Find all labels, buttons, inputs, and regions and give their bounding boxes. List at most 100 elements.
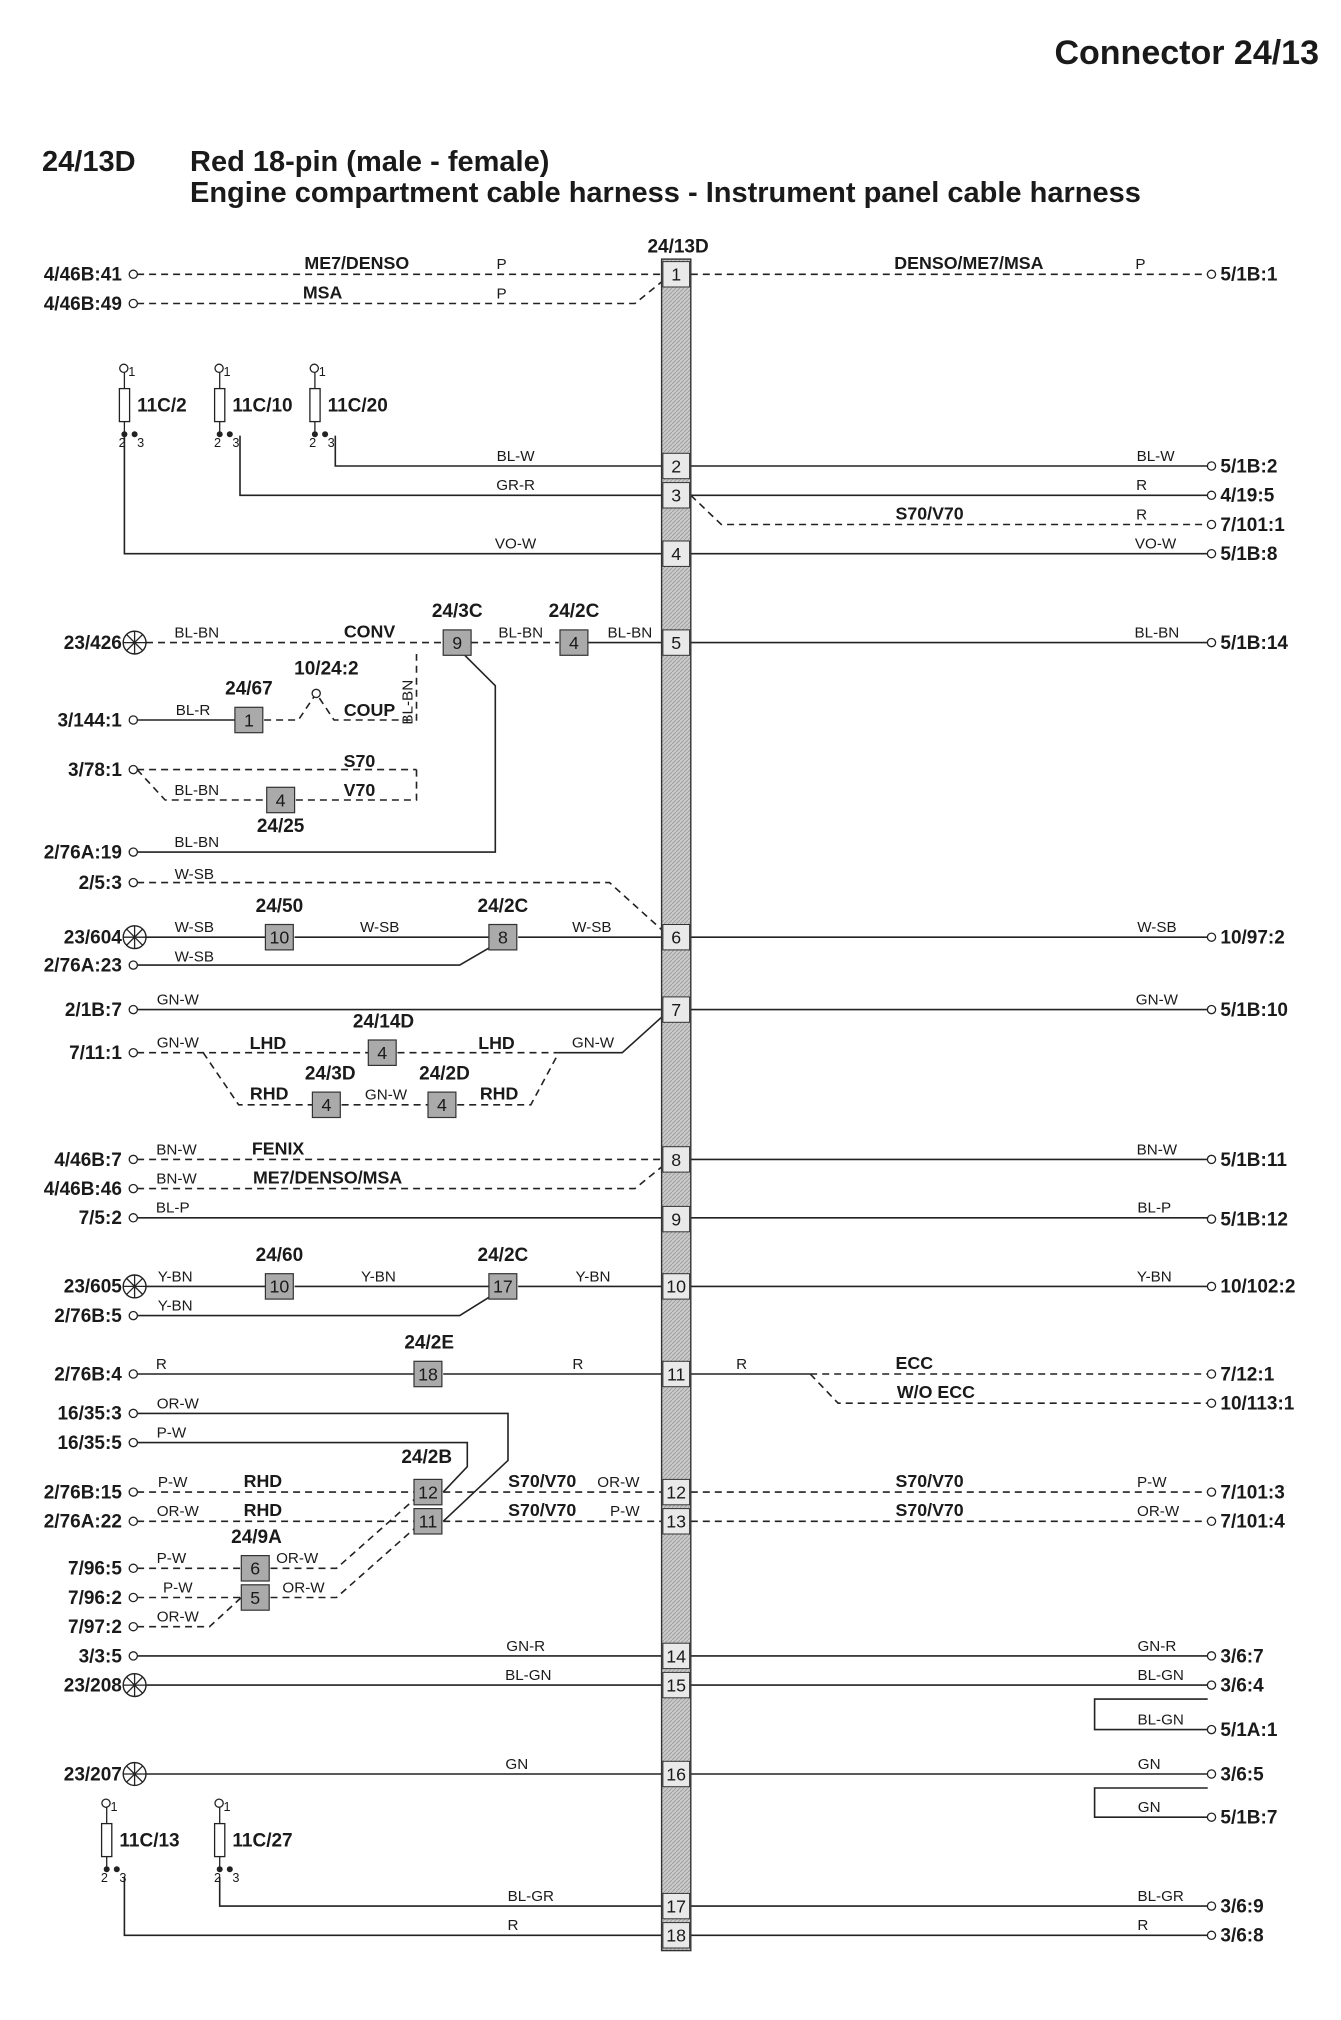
right-terminal-label: 5/1B:14 — [1220, 633, 1288, 654]
fuse-icon — [309, 387, 321, 423]
terminal-circle — [1206, 1369, 1217, 1379]
wire-color-label: BN-W — [156, 1141, 197, 1158]
wire-color-label: Y-BN — [158, 1268, 193, 1285]
fuse-terminal-number: 1 — [111, 1800, 118, 1814]
connector-pin-number: 5 — [671, 633, 681, 653]
wire-color-label: BN-W — [1137, 1141, 1178, 1158]
left-terminal-label: 4/46B:46 — [44, 1179, 122, 1200]
wire — [137, 1596, 242, 1628]
terminal-circle — [309, 363, 320, 374]
connector-pin-number: 16 — [666, 1764, 686, 1784]
wire — [1093, 1698, 1208, 1731]
wire-color-label: BL-BN — [1135, 625, 1180, 642]
wire-color-label: BL-GN — [505, 1667, 551, 1684]
variant-label: S70 — [344, 751, 376, 771]
left-terminal-label: 16/35:3 — [57, 1404, 121, 1425]
left-terminal-label: 23/207 — [64, 1764, 122, 1785]
connector-pin-number: 11 — [667, 1364, 686, 1384]
splice-pin-number: 18 — [418, 1364, 438, 1384]
splice-label: 24/2B — [401, 1447, 452, 1468]
wire — [123, 1876, 1208, 1937]
wire-color-label: W-SB — [175, 919, 214, 936]
terminal-circle — [128, 847, 139, 857]
fuse-label: 11C/20 — [328, 395, 388, 416]
terminal-circle — [1206, 1680, 1217, 1690]
right-terminal-label: 5/1B:8 — [1220, 544, 1277, 565]
terminal-circle — [1206, 461, 1217, 471]
right-terminal-label: 3/6:4 — [1220, 1676, 1264, 1697]
terminal-circle — [128, 1592, 139, 1603]
splice-pin-number: 4 — [569, 633, 579, 653]
right-terminal-label: 3/6:8 — [1220, 1926, 1263, 1947]
splice-label: 24/2D — [419, 1063, 470, 1084]
wire — [1093, 1787, 1208, 1818]
left-terminal-label: 4/46B:7 — [54, 1150, 122, 1171]
wire-color-label: OR-W — [282, 1579, 325, 1596]
splice-pin-box — [413, 1507, 443, 1535]
variant-label: S70/V70 — [508, 1500, 576, 1520]
variant-label: RHD — [244, 1471, 283, 1491]
terminal-circle — [128, 1563, 139, 1574]
wire-color-label: W-SB — [175, 866, 214, 883]
connector-pin-number: 15 — [666, 1676, 686, 1696]
left-terminal-label: 7/96:5 — [68, 1559, 122, 1580]
splice-pin-box — [427, 1091, 457, 1119]
terminal-circle — [128, 1516, 139, 1527]
wire — [137, 881, 663, 931]
variant-label: S70/V70 — [508, 1471, 576, 1491]
wire — [137, 1441, 469, 1493]
wire-color-label: BL-P — [1137, 1200, 1171, 1217]
connector-pin — [662, 1508, 691, 1535]
wire-color-label: R — [1136, 506, 1147, 523]
wire-junction — [216, 431, 223, 438]
fuse-terminal-number: 1 — [224, 1800, 231, 1814]
variant-label: ME7/DENSO/MSA — [253, 1168, 402, 1188]
connector-pin-number: 7 — [671, 1000, 681, 1020]
wire-color-label: GN-W — [365, 1087, 408, 1104]
fuse-icon — [100, 1822, 113, 1858]
wire-color-label: W-SB — [572, 919, 611, 936]
fuse-terminal-number: 2 — [101, 1871, 108, 1885]
terminal-circle — [128, 1437, 139, 1448]
splice-label: 24/3C — [432, 601, 483, 622]
variant-label: ME7/DENSO — [304, 253, 409, 273]
terminal-circle — [128, 1651, 139, 1661]
terminal-circle — [128, 298, 139, 309]
wire-color-label: BL-W — [1137, 448, 1176, 465]
splice-pin-box — [240, 1584, 270, 1611]
connector-pin — [662, 1892, 691, 1920]
wire-color-label: BL-GN — [1137, 1667, 1183, 1684]
wire-color-label: GR-R — [496, 477, 535, 494]
left-terminal-label: 23/208 — [64, 1676, 122, 1697]
fuse-terminal-number: 3 — [119, 1871, 126, 1885]
connector-label: 24/13D — [647, 237, 708, 258]
fuse-icon — [118, 387, 131, 423]
left-terminal-label: 16/35:5 — [57, 1433, 122, 1454]
fuse-terminal-number: 3 — [328, 436, 335, 450]
wire-junction — [113, 1866, 120, 1873]
splice-label: 24/2C — [478, 896, 529, 917]
splice-label: 24/50 — [256, 896, 304, 917]
left-terminal-label: 2/76B:5 — [54, 1306, 122, 1327]
wire-junction — [322, 431, 329, 438]
terminal-circle — [1206, 1901, 1217, 1911]
connector-pin-number: 17 — [666, 1896, 686, 1916]
wire-color-label: R — [1136, 477, 1147, 494]
connector-pin — [662, 1273, 691, 1300]
splice-pin-number: 12 — [418, 1483, 438, 1503]
connector-pin — [662, 261, 691, 288]
splice-label: 24/2E — [404, 1333, 454, 1354]
variant-label: RHD — [250, 1084, 289, 1104]
connector-pin — [662, 1146, 691, 1173]
harness-description: Engine compartment cable harness - Instr… — [190, 177, 1141, 209]
variant-label: RHD — [480, 1084, 519, 1104]
left-terminal-label: 23/605 — [64, 1277, 123, 1298]
right-terminal-label: 7/101:3 — [1220, 1483, 1284, 1504]
wire-color-label: P — [497, 256, 507, 273]
wire-color-label: OR-W — [157, 1503, 200, 1520]
variant-label: FENIX — [252, 1138, 305, 1158]
wire — [136, 769, 267, 801]
wire-color-label: VO-W — [495, 536, 537, 553]
wire-color-label: BL-GN — [1137, 1712, 1183, 1729]
splice-pin-number: 4 — [437, 1095, 447, 1115]
